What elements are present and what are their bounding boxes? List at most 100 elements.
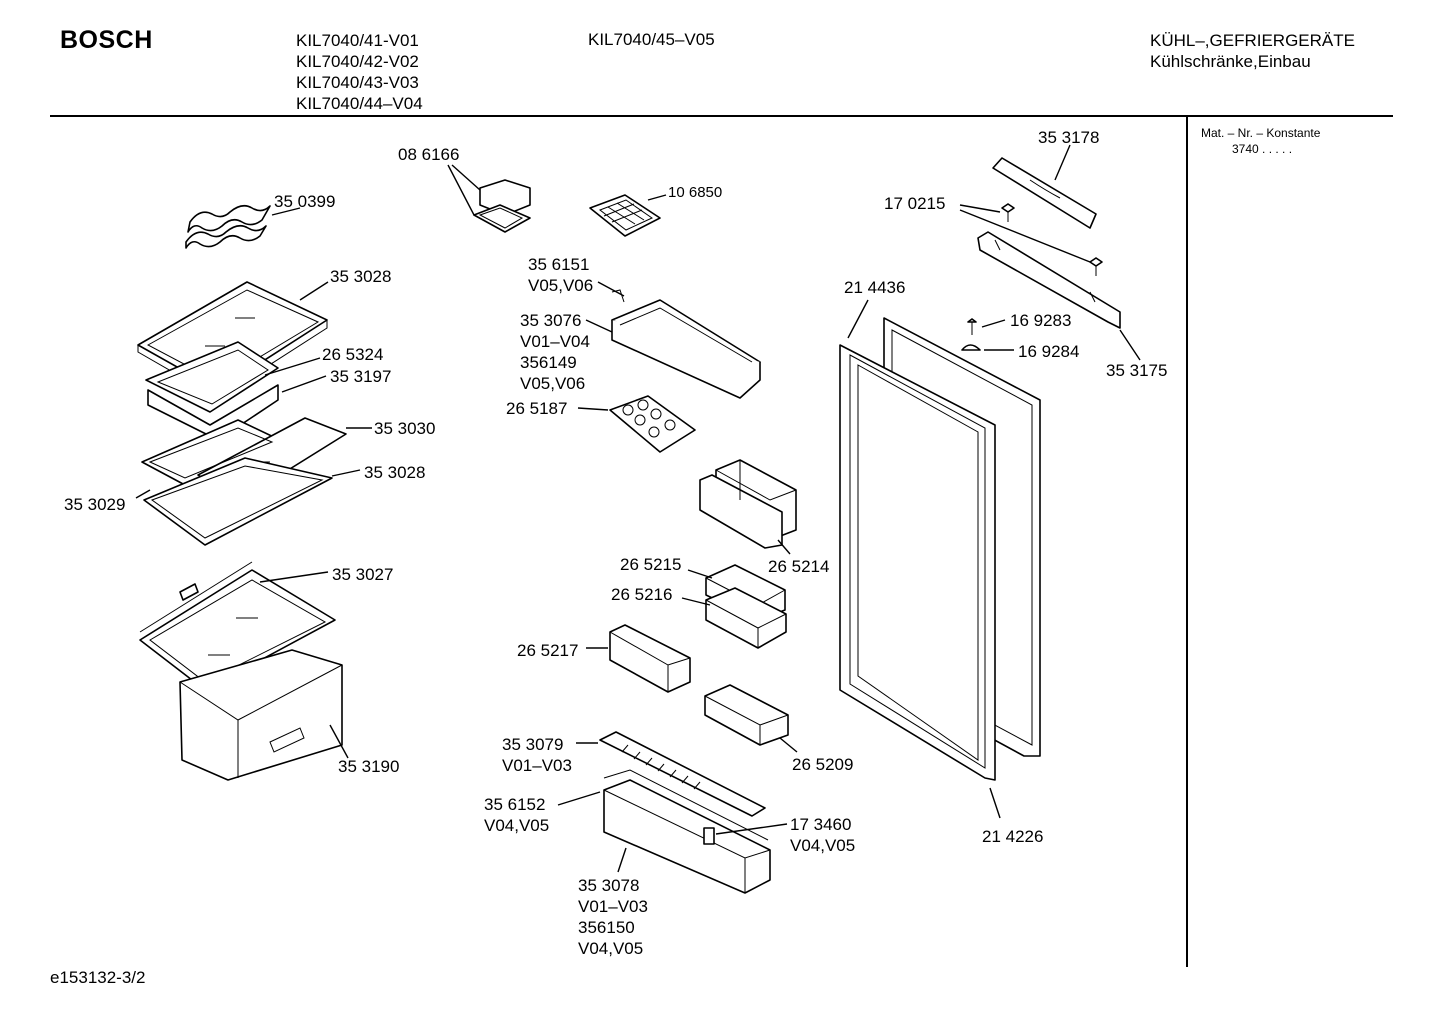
cover-353178 (992, 157, 1097, 229)
egg-tray-265187 (609, 395, 696, 453)
leader-line (681, 597, 711, 606)
part-label: 26 5215 (620, 555, 681, 574)
part-label: 35 3197 (330, 367, 391, 386)
door-gasket-214226 (839, 344, 996, 781)
bottle-guard-353079 (599, 731, 766, 817)
leader-line (331, 469, 361, 477)
part-label: V04,V05 (578, 939, 643, 958)
leader-line (847, 299, 869, 339)
leader-line (981, 319, 1006, 328)
header-divider (50, 115, 1393, 117)
part-label: 35 3030 (374, 419, 435, 438)
door-shelf-353076 (611, 289, 761, 399)
part-label: 08 6166 (398, 145, 459, 164)
crisper-drawer-353190 (179, 649, 343, 781)
part-label: V04,V05 (484, 816, 549, 835)
category-line2: Kühlschränke,Einbau (1150, 52, 1311, 71)
leader-line (687, 569, 713, 579)
part-label: 35 3079 (502, 735, 563, 754)
leader-line (647, 194, 667, 201)
part-label: 35 3175 (1106, 361, 1167, 380)
part-label: 35 3178 (1038, 128, 1099, 147)
ice-tray-106850 (589, 194, 661, 237)
part-label: 26 5324 (322, 345, 383, 364)
leader-line (959, 204, 1001, 213)
part-label: 35 6152 (484, 795, 545, 814)
mat-number-box: Mat. – Nr. – Konstante 3740 . . . . . (1201, 125, 1320, 157)
hinge-bracket-353175 (977, 231, 1121, 329)
part-label: 356149 (520, 353, 577, 372)
leader-line (585, 319, 613, 333)
latch-173460 (703, 827, 715, 845)
leader-line (259, 571, 329, 583)
part-label: V01–V03 (502, 756, 572, 775)
door-bin-265214 (699, 459, 797, 549)
leader-line (779, 737, 798, 753)
brand-logo: BOSCH (60, 26, 153, 54)
part-label: 17 0215 (884, 194, 945, 213)
part-label: V01–V03 (578, 897, 648, 916)
leader-line (451, 164, 481, 191)
document-id: e153132-3/2 (50, 968, 146, 987)
leader-line (1054, 144, 1071, 181)
clip-part-350399 (185, 204, 271, 249)
category: KÜHL–,GEFRIERGERÄTE Kühlschränke,Einbau (1150, 30, 1355, 72)
leader-line (299, 281, 329, 301)
part-label: 35 3027 (332, 565, 393, 584)
part-label: 16 9284 (1018, 342, 1079, 361)
part-label: 26 5209 (792, 755, 853, 774)
door-bin-265216 (705, 587, 787, 649)
leader-line (557, 791, 601, 806)
leader-line (989, 787, 1001, 819)
part-label: 35 3078 (578, 876, 639, 895)
leader-line (577, 407, 609, 411)
cap-169284 (961, 344, 981, 351)
model-number: KIL7040/41-V01 (296, 31, 419, 50)
leader-line (264, 357, 321, 376)
model-number: KIL7040/42-V02 (296, 52, 419, 71)
part-label: 35 3029 (64, 495, 125, 514)
part-label: 21 4226 (982, 827, 1043, 846)
leader-line (617, 847, 627, 873)
model-number: KIL7040/43-V03 (296, 73, 419, 92)
leader-line (777, 539, 791, 555)
category-line1: KÜHL–,GEFRIERGERÄTE (1150, 31, 1355, 50)
screw-169283 (967, 318, 977, 335)
part-label: 10 6850 (668, 184, 722, 201)
door-bin-265217 (609, 624, 691, 693)
part-label: V05,V06 (528, 276, 593, 295)
leader-line (597, 281, 625, 297)
leader-line (271, 207, 301, 216)
leader-line (447, 164, 475, 216)
part-label: 26 5216 (611, 585, 672, 604)
part-label: V01–V04 (520, 332, 590, 351)
model-number: KIL7040/44–V04 (296, 94, 423, 113)
leader-line (329, 724, 349, 759)
leader-line (1119, 329, 1141, 361)
part-label: 35 6151 (528, 255, 589, 274)
part-label: 35 0399 (274, 192, 335, 211)
part-label: 16 9283 (1010, 311, 1071, 330)
crisper-cover-353027 (139, 561, 336, 691)
part-label: V04,V05 (790, 836, 855, 855)
part-label: V05,V06 (520, 374, 585, 393)
part-label: 17 3460 (790, 815, 851, 834)
tray-265324-353197 (145, 341, 279, 441)
part-label: 356150 (578, 918, 635, 937)
mat-value: 3740 . . . . . (1232, 142, 1293, 156)
mat-label: Mat. – Nr. – Konstante (1201, 126, 1321, 140)
sidebar-divider (1186, 117, 1188, 967)
bottle-shelf-353078 (603, 769, 771, 894)
leader-line (959, 209, 1091, 263)
part-label: 26 5214 (768, 557, 829, 576)
part-label: 35 3028 (364, 463, 425, 482)
leader-line (135, 489, 151, 499)
part-label: 35 3028 (330, 267, 391, 286)
part-label: 35 3076 (520, 311, 581, 330)
part-label: 26 5187 (506, 399, 567, 418)
part-label: 21 4436 (844, 278, 905, 297)
leader-line (281, 375, 327, 393)
screw-170215 (1001, 203, 1103, 276)
leader-line (715, 823, 788, 835)
